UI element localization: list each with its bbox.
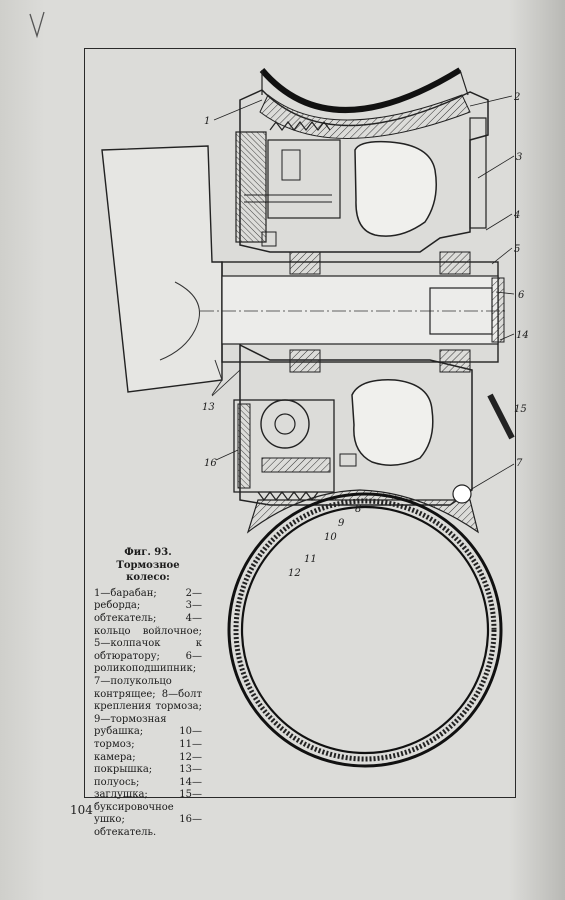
tire	[227, 492, 503, 768]
figure-legend: 1—барабан; 2—реборда; 3—обтекатель; 4—ко…	[94, 587, 202, 839]
callout-11: 11	[304, 554, 317, 565]
callout-4: 4	[513, 210, 520, 221]
callout-7: 7	[516, 458, 523, 469]
callout-1: 1	[204, 116, 210, 127]
callout-10: 10	[324, 532, 337, 543]
lower-brake-assembly	[233, 399, 357, 501]
callout-2: 2	[513, 92, 520, 103]
callout-16: 16	[204, 458, 217, 469]
axle	[200, 261, 505, 363]
wheel-rim-lower	[246, 484, 479, 534]
callout-14: 14	[516, 330, 529, 341]
upper-rim	[239, 89, 489, 253]
callout-12: 12	[288, 568, 301, 579]
callout-13: 13	[202, 402, 215, 413]
lower-rim	[239, 343, 515, 506]
callout-3: 3	[516, 152, 522, 163]
callout-15: 15	[514, 404, 527, 415]
upper-brake-assembly	[235, 121, 471, 275]
figure-title: Тормозное колесо:	[116, 559, 180, 584]
callout-8: 8	[355, 504, 361, 515]
callouts: 1 2 3 4 5 6 14 15 7 8 9 10 11 12 13 16	[202, 92, 529, 579]
strut-fairing	[101, 145, 223, 396]
callout-6: 6	[518, 290, 525, 301]
page-number: 104	[70, 803, 93, 817]
figure-frame	[84, 48, 516, 798]
figure-caption: Фиг. 93. Тормозное колесо: 1—барабан; 2—…	[94, 547, 202, 840]
callout-9: 9	[338, 518, 345, 529]
figure-number: Фиг. 93.	[124, 547, 172, 558]
callout-5: 5	[514, 244, 520, 255]
pen-mark	[29, 11, 45, 39]
